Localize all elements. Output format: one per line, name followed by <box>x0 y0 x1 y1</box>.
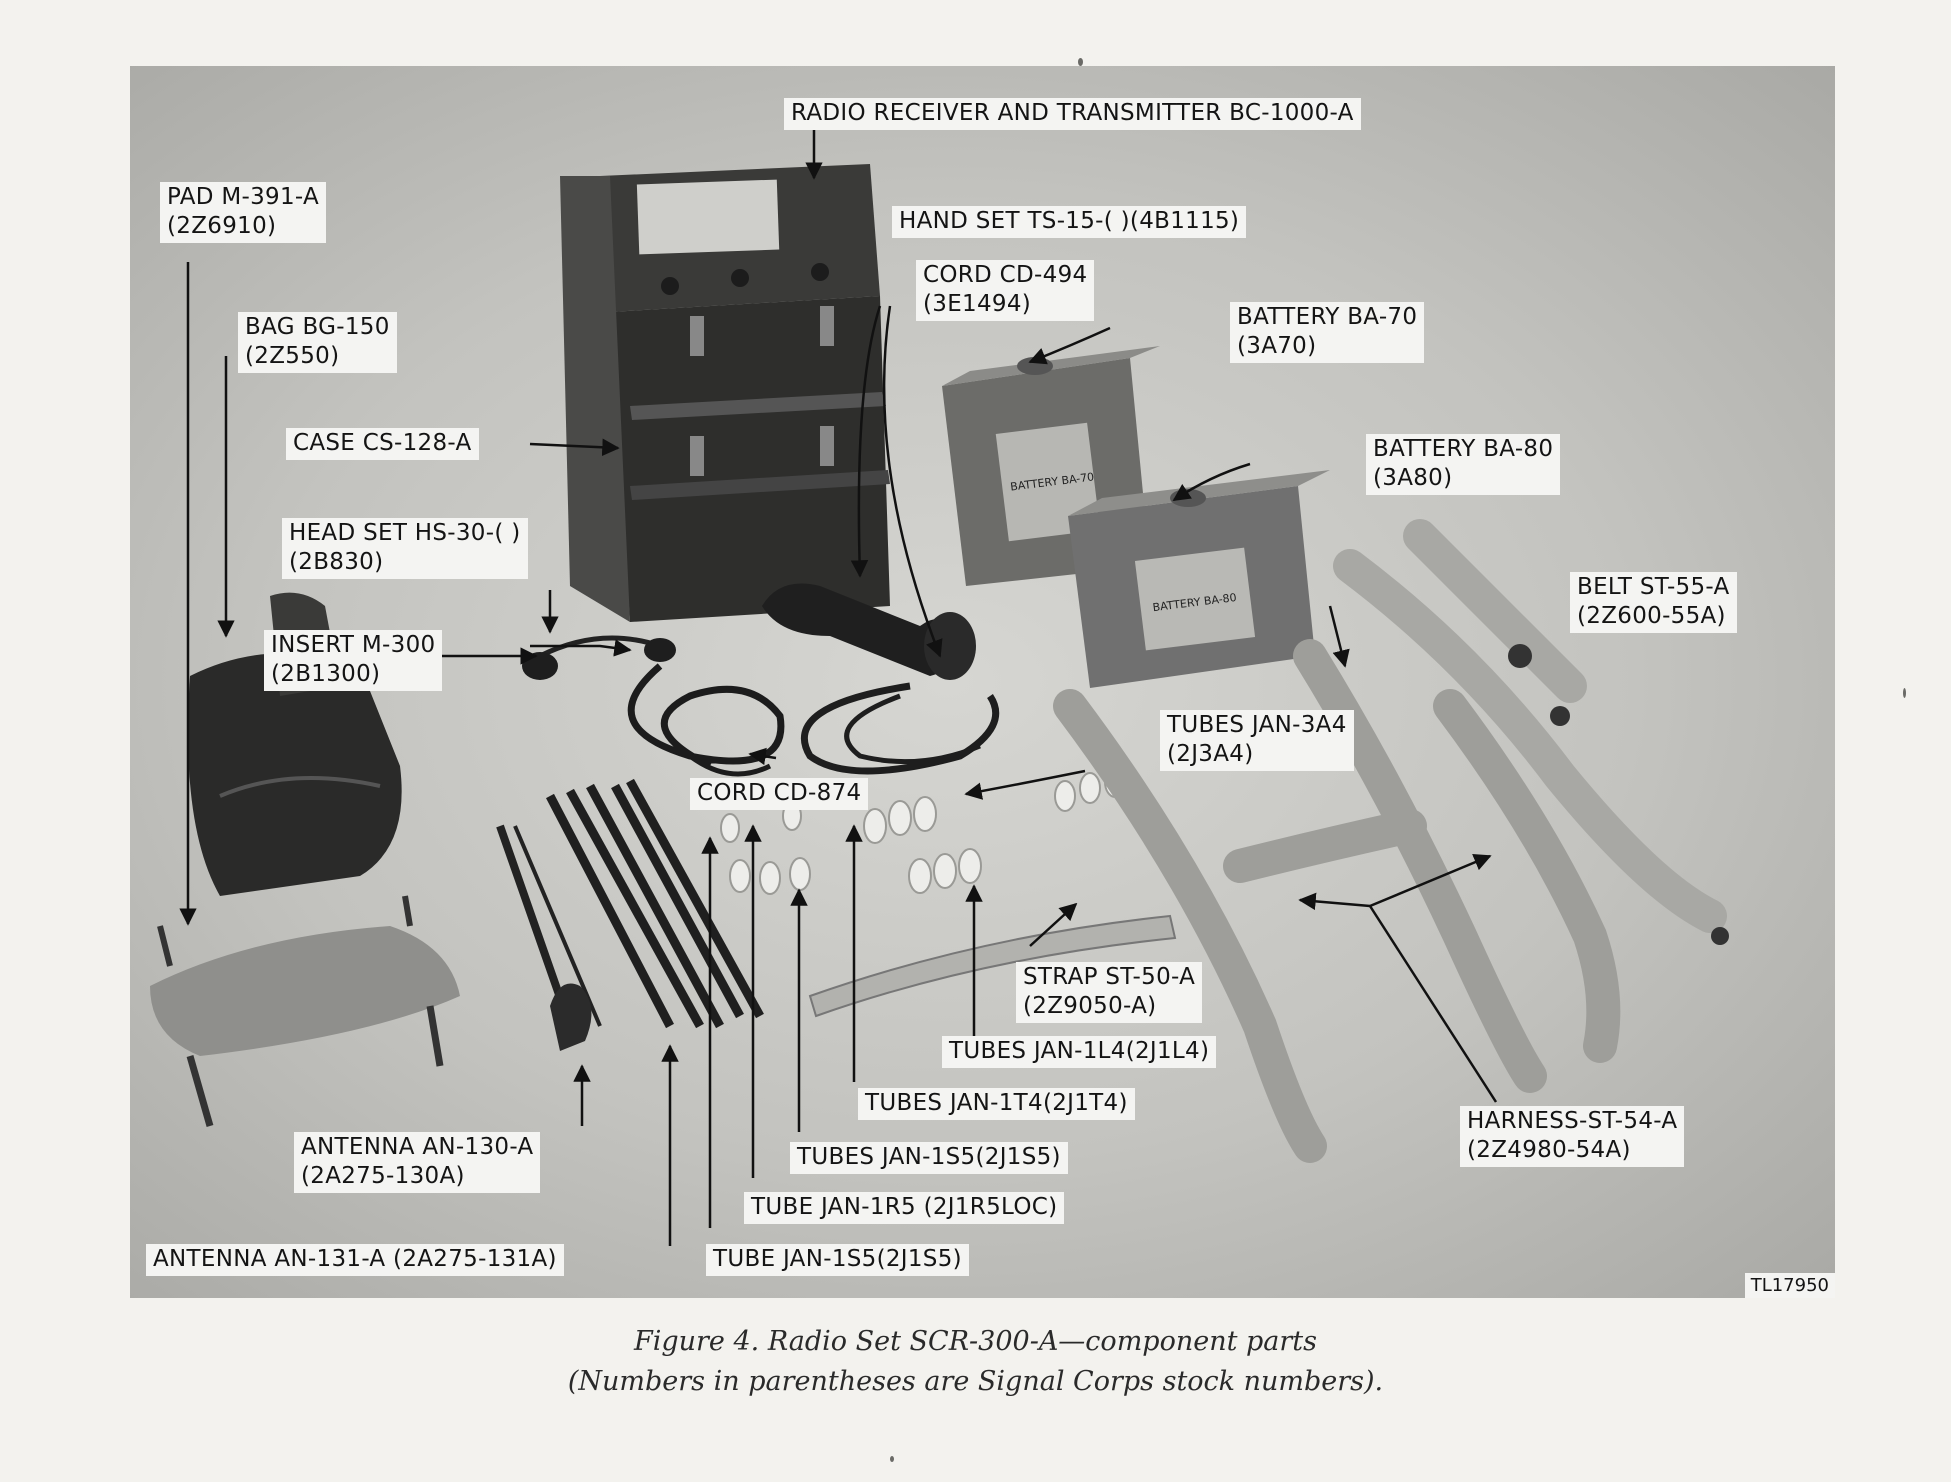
paper-speck <box>890 1456 894 1462</box>
headset <box>522 635 785 777</box>
paper-speck <box>1078 58 1083 66</box>
label-text: PAD M-391-A <box>167 184 320 210</box>
label-stock: (3A70) <box>1237 333 1317 359</box>
belt-buckles <box>1508 644 1729 945</box>
label-insert: INSERT M-300 (2B1300) <box>264 630 443 691</box>
label-text: BATTERY BA-80 <box>1373 436 1554 462</box>
label-tube-1r5: TUBE JAN-1R5 (2J1R5LOC) <box>744 1192 1065 1224</box>
equipment-illustration: BATTERY BA-70 BATTERY BA-80 <box>150 130 1729 1246</box>
label-text: ANTENNA AN-130-A <box>301 1134 534 1160</box>
label-handset: HAND SET TS-15-( )(4B1115) <box>892 206 1247 238</box>
photo-id: TL17950 <box>1744 1273 1835 1298</box>
label-text: CORD CD-874 <box>697 780 862 806</box>
label-case: CASE CS-128-A <box>286 428 479 460</box>
antenna-an130 <box>496 824 602 1051</box>
label-stock: (2B830) <box>289 549 384 575</box>
label-stock: (2Z6910) <box>167 213 277 239</box>
label-text: CASE CS-128-A <box>293 430 472 456</box>
label-headset: HEAD SET HS-30-( ) (2B830) <box>282 518 528 579</box>
label-belt: BELT ST-55-A (2Z600-55A) <box>1570 572 1737 633</box>
paper-speck <box>1903 688 1906 698</box>
label-text: RADIO RECEIVER AND TRANSMITTER BC-1000-A <box>791 100 1354 126</box>
label-stock: (2Z550) <box>245 343 340 369</box>
label-text: BELT ST-55-A <box>1577 574 1730 600</box>
antenna-an131 <box>546 778 764 1029</box>
label-tube-1s5: TUBE JAN-1S5(2J1S5) <box>706 1244 969 1276</box>
label-text: HEAD SET HS-30-( ) <box>289 520 521 546</box>
label-text: TUBE JAN-1S5(2J1S5) <box>713 1246 962 1272</box>
label-text: BATTERY BA-70 <box>1237 304 1418 330</box>
label-stock: (2Z600-55A) <box>1577 603 1726 629</box>
label-stock: (2Z9050-A) <box>1023 993 1157 1019</box>
label-text: TUBE JAN-1R5 (2J1R5LOC) <box>751 1194 1058 1220</box>
label-battery-ba80: BATTERY BA-80 (3A80) <box>1366 434 1561 495</box>
label-stock: (2Z4980-54A) <box>1467 1137 1631 1163</box>
handset <box>762 583 1000 775</box>
component-photo: BATTERY BA-70 BATTERY BA-80 <box>130 66 1835 1298</box>
label-tubes-1s5: TUBES JAN-1S5(2J1S5) <box>790 1142 1068 1174</box>
pad <box>150 895 460 1127</box>
leader-lines <box>179 130 1498 1246</box>
label-battery-ba70: BATTERY BA-70 (3A70) <box>1230 302 1425 363</box>
label-cord-cd494: CORD CD-494 (3E1494) <box>916 260 1095 321</box>
label-antenna-an131: ANTENNA AN-131-A (2A275-131A) <box>146 1244 564 1276</box>
label-stock: (3A80) <box>1373 465 1453 491</box>
label-bag: BAG BG-150 (2Z550) <box>238 312 397 373</box>
label-stock: (2B1300) <box>271 661 381 687</box>
figure-caption: Figure 4. Radio Set SCR-300-A—component … <box>0 1322 1951 1402</box>
strap <box>808 914 1177 1018</box>
label-text: CORD CD-494 <box>923 262 1088 288</box>
label-text: BAG BG-150 <box>245 314 390 340</box>
label-stock: (2A275-130A) <box>301 1163 465 1189</box>
label-text: HARNESS-ST-54-A <box>1467 1108 1678 1134</box>
caption-line-2: (Numbers in parentheses are Signal Corps… <box>567 1366 1384 1397</box>
label-text: ANTENNA AN-131-A (2A275-131A) <box>153 1246 557 1272</box>
label-stock: (2J3A4) <box>1167 741 1254 767</box>
label-stock: (3E1494) <box>923 291 1032 317</box>
label-antenna-an130: ANTENNA AN-130-A (2A275-130A) <box>294 1132 541 1193</box>
battery-ba80: BATTERY BA-80 <box>1068 470 1330 688</box>
belt <box>1333 519 1727 933</box>
radio-unit <box>560 164 890 622</box>
label-text: TUBES JAN-1T4(2J1T4) <box>865 1090 1128 1116</box>
label-tubes-1l4: TUBES JAN-1L4(2J1L4) <box>942 1036 1217 1068</box>
harness <box>1053 639 1621 1163</box>
label-radio-bc1000a: RADIO RECEIVER AND TRANSMITTER BC-1000-A <box>784 98 1361 130</box>
label-text: TUBES JAN-1L4(2J1L4) <box>949 1038 1210 1064</box>
label-tubes-3a4: TUBES JAN-3A4 (2J3A4) <box>1160 710 1354 771</box>
label-text: INSERT M-300 <box>271 632 436 658</box>
label-tubes-1t4: TUBES JAN-1T4(2J1T4) <box>858 1088 1135 1120</box>
label-pad: PAD M-391-A (2Z6910) <box>160 182 327 243</box>
label-text: TUBES JAN-1S5(2J1S5) <box>797 1144 1061 1170</box>
label-cord-cd874: CORD CD-874 <box>690 778 869 810</box>
label-strap: STRAP ST-50-A (2Z9050-A) <box>1016 962 1203 1023</box>
label-harness: HARNESS-ST-54-A (2Z4980-54A) <box>1460 1106 1685 1167</box>
label-text: HAND SET TS-15-( )(4B1115) <box>899 208 1240 234</box>
label-text: TUBES JAN-3A4 <box>1167 712 1347 738</box>
caption-line-1: Figure 4. Radio Set SCR-300-A—component … <box>633 1326 1318 1357</box>
label-text: STRAP ST-50-A <box>1023 964 1196 990</box>
